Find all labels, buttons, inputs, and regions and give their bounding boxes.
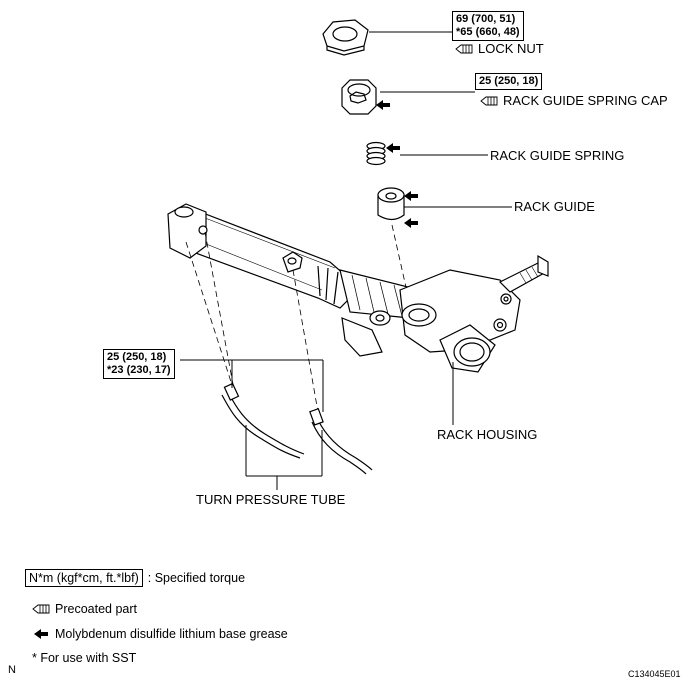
- turn-pressure-tube-part: [221, 382, 373, 475]
- corner-mark-left: N: [8, 664, 16, 676]
- guide-alignment-line: [391, 224, 411, 306]
- lock-nut-part: [322, 19, 369, 56]
- rack-housing-body: [167, 203, 549, 373]
- spring-part: [366, 141, 386, 166]
- legend-precoated-label: Precoated part: [55, 602, 137, 616]
- tube-label: TURN PRESSURE TUBE: [196, 492, 346, 507]
- precoated-part-icon: [32, 604, 50, 614]
- spring-grease-arrow: [386, 143, 400, 153]
- spring-cap-part: [341, 79, 377, 115]
- spring-cap-torque: 25 (250, 18): [475, 73, 543, 90]
- precoated-part-icon: [455, 44, 473, 53]
- housing-label: RACK HOUSING: [437, 427, 538, 442]
- guide-grease-arrow-bottom: [404, 218, 418, 228]
- lock-nut-callout: LOCK NUT: [455, 41, 544, 56]
- tube-torque: 25 (250, 18) *23 (230, 17): [103, 349, 175, 379]
- tube-left-dash: [185, 241, 234, 389]
- spring-label: RACK GUIDE SPRING: [490, 148, 625, 163]
- tube-torque-line-2: *23 (230, 17): [107, 364, 171, 376]
- legend-grease: Molybdenum disulfide lithium base grease: [32, 627, 288, 641]
- legend-grease-label: Molybdenum disulfide lithium base grease: [55, 627, 288, 641]
- legend-torque-unit-box: N*m (kgf*cm, ft.*lbf): [25, 569, 143, 587]
- rack-guide-part: [377, 187, 405, 221]
- grease-arrow-icon: [34, 629, 48, 639]
- tube-torque-line-1: 25 (250, 18): [107, 351, 167, 363]
- lock-nut-torque-line-2: *65 (660, 48): [456, 26, 520, 38]
- tube-label-bracket: [245, 425, 323, 490]
- spring-cap-torque-line-1: 25 (250, 18): [479, 75, 539, 87]
- spring-cap-grease-arrow: [376, 100, 390, 110]
- figure-code: C134045E01: [628, 669, 681, 679]
- tube-right-dash: [292, 269, 319, 413]
- lock-nut-label: LOCK NUT: [478, 41, 544, 56]
- lock-nut-torque-line-1: 69 (700, 51): [456, 13, 516, 25]
- spring-cap-callout: RACK GUIDE SPRING CAP: [480, 93, 668, 108]
- guide-grease-arrow-top: [404, 191, 418, 201]
- legend-torque-desc: : Specified torque: [147, 571, 246, 585]
- lock-nut-torque: 69 (700, 51) *65 (660, 48): [452, 11, 524, 41]
- spring-cap-label: RACK GUIDE SPRING CAP: [503, 93, 668, 108]
- tube-torque-bracket: [180, 359, 324, 412]
- legend-precoated: Precoated part: [32, 602, 137, 616]
- legend-sst: * For use with SST: [32, 651, 136, 665]
- tube-left-dash-2: [204, 231, 235, 391]
- guide-label: RACK GUIDE: [514, 199, 595, 214]
- legend-sst-label: * For use with SST: [32, 651, 137, 665]
- legend-torque: N*m (kgf*cm, ft.*lbf) : Specified torque: [25, 569, 245, 587]
- precoated-part-icon: [480, 96, 498, 105]
